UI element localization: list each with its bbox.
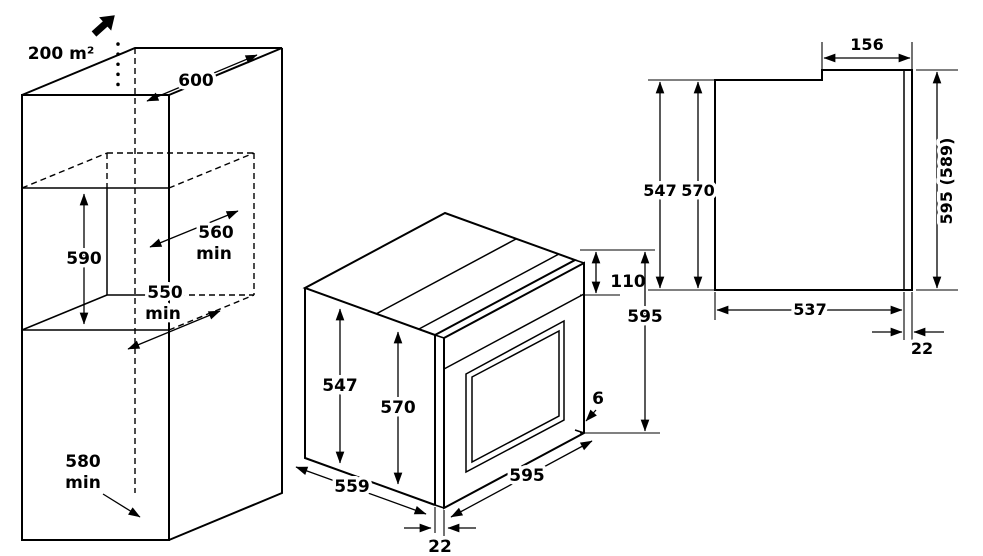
niche-width-label: 550: [147, 283, 183, 303]
side-view-dimensions: 547 570 595 (589) 156 537 22: [640, 32, 960, 362]
cabinet-outline: [21, 47, 283, 541]
cabinet-dimensions: 600 560 min 590 550 min 580 min: [62, 54, 258, 518]
oven-gap-label: 6: [592, 389, 604, 409]
side-door-height-label: 570: [681, 181, 714, 200]
base-depth-min-label: min: [65, 473, 101, 493]
oven-panel-height-label: 110: [610, 272, 646, 292]
oven-body: [302, 211, 578, 506]
oven-width-label: 595: [509, 466, 545, 486]
vent-arrow-icon: [91, 15, 120, 88]
niche-height-label: 590: [66, 249, 102, 269]
niche-depth-label: 560: [198, 223, 234, 243]
oven-depth-label: 559: [334, 477, 370, 497]
cabinet-hidden-lines: [21, 48, 255, 493]
side-view-outline: [714, 69, 913, 291]
cabinet-view: 200 m² 600 560 min 590 550 min 580 min: [21, 15, 283, 541]
door-window-inner: [471, 329, 560, 464]
niche-width-min-label: min: [145, 304, 181, 324]
oven-total-height-label: 595: [627, 307, 663, 327]
cabinet-depth-label: 600: [178, 71, 214, 91]
vent-area-label: 200 m²: [28, 44, 95, 64]
oven-isometric-view: 547 570 110 595 6 595 559 22: [295, 211, 666, 556]
oven-dimensions: 547 570 110 595 6 595 559 22: [295, 249, 666, 556]
door-window-outer: [465, 319, 565, 474]
oven-body-height-label: 547: [322, 376, 358, 396]
side-top-depth-label: 156: [850, 35, 883, 54]
oven-side-view: 547 570 595 (589) 156 537 22: [640, 32, 960, 362]
oven-door-protrusion-label: 22: [428, 537, 452, 556]
side-total-height-label: 595 (589): [937, 138, 956, 225]
side-body-depth-label: 537: [793, 300, 826, 319]
oven-door-height-label: 570: [380, 398, 416, 418]
side-door-protrusion-label: 22: [911, 339, 933, 358]
niche-depth-min-label: min: [196, 244, 232, 264]
side-body-height-label: 547: [643, 181, 676, 200]
base-depth-label: 580: [65, 452, 101, 472]
